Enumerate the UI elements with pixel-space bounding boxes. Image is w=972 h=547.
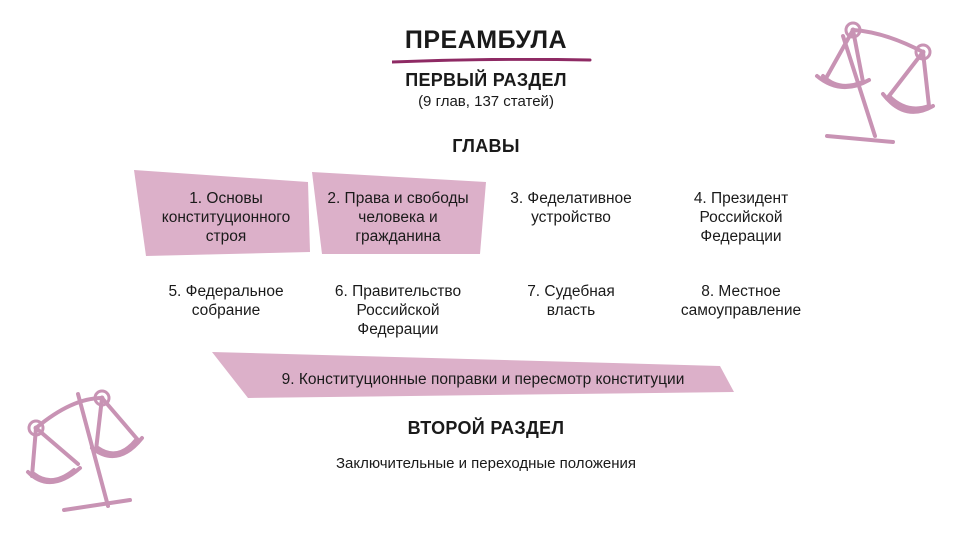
scales-icon bbox=[815, 21, 935, 144]
chapter-1: 1. Основы конституционного строя bbox=[161, 190, 291, 245]
chapters-heading: ГЛАВЫ bbox=[452, 136, 520, 156]
chapter-6: 6. Правительство Российской Федерации bbox=[334, 283, 462, 338]
first-section-title: ПЕРВЫЙ РАЗДЕЛ bbox=[405, 70, 567, 90]
second-section-subtitle: Заключительные и переходные положения bbox=[335, 455, 637, 472]
chapter-2: 2. Права и свободы человека и гражданина bbox=[327, 190, 469, 245]
chapter-9: 9. Конституционные поправки и пересмотр … bbox=[281, 371, 685, 388]
title-underline bbox=[392, 58, 592, 64]
chapter-5: 5. Федеральное собрание bbox=[168, 283, 284, 319]
preamble-title: ПРЕАМБУЛА bbox=[404, 26, 568, 54]
chapter-4: 4. Президент Российской Федерации bbox=[693, 190, 789, 245]
scales-icon bbox=[26, 389, 144, 512]
chapter-2-highlight bbox=[312, 172, 486, 254]
first-section-subtitle: (9 глав, 137 статей) bbox=[418, 93, 554, 110]
chapter-7: 7. Судебная власть bbox=[527, 283, 615, 319]
second-section-title: ВТОРОЙ РАЗДЕЛ bbox=[407, 418, 565, 438]
chapter-8: 8. Местное самоуправление bbox=[680, 283, 802, 319]
chapter-9-highlight bbox=[212, 352, 734, 398]
chapter-1-highlight bbox=[134, 170, 310, 256]
chapter-3: 3. Феделативное устройство bbox=[510, 190, 632, 226]
